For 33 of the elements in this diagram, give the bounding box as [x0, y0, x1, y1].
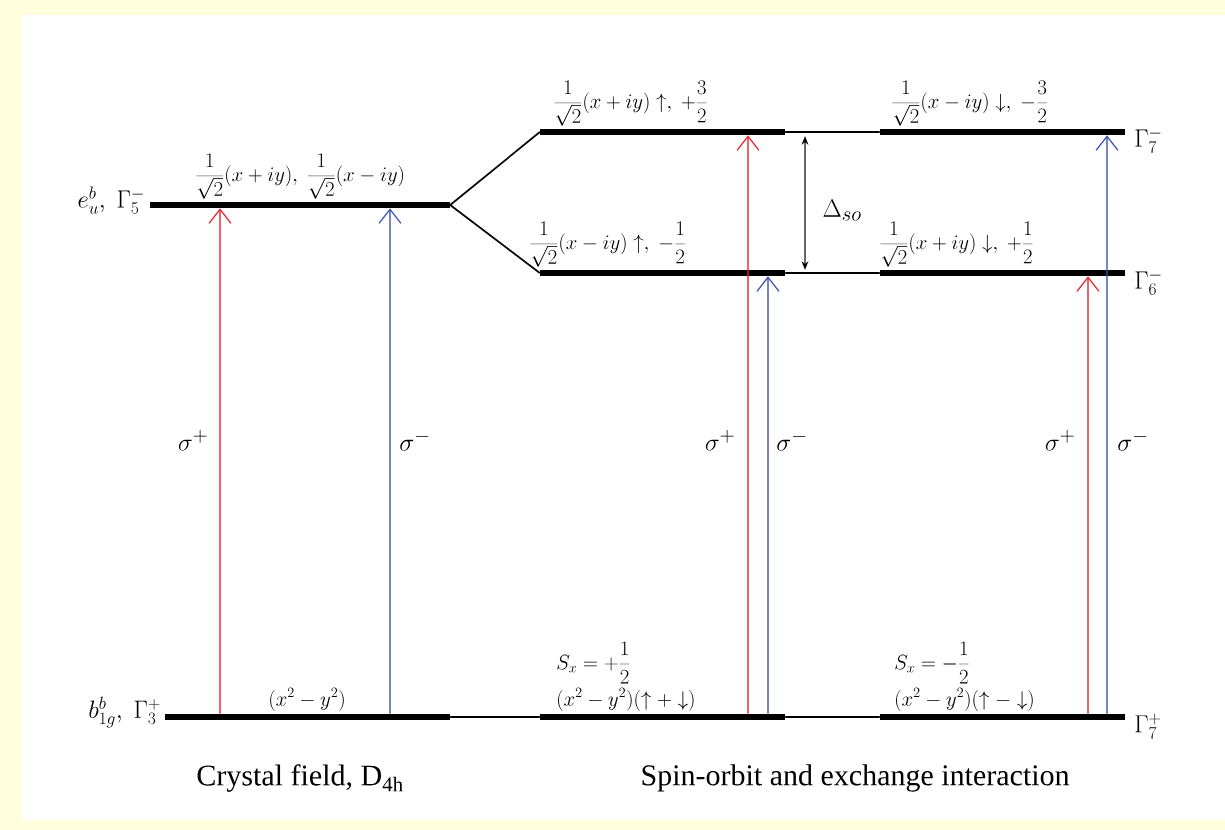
- connecting-line: [449, 131, 541, 206]
- caption-text: Crystal field, D$_{4h}$: [197, 764, 403, 792]
- transition-arrow: [756, 276, 780, 715]
- state-label: $\frac{1}{\sqrt{2}}(x+iy)\downarrow,\ +\frac{1}{2}$: [880, 221, 1033, 267]
- state-label: $(x^2-y^2)(\uparrow-\downarrow)$: [896, 687, 1033, 711]
- caption-text: Spin-orbit and exchange interaction: [642, 764, 1070, 792]
- polarization-label: $\sigma^-$: [398, 428, 432, 452]
- level-label: $b_{1g}^b,\ \Gamma_3^+$: [89, 696, 160, 728]
- state-label: $\frac{1}{\sqrt{2}}(x-iy)\downarrow,\ -\frac{3}{2}$: [892, 80, 1047, 126]
- transition-arrow: [1076, 276, 1100, 715]
- state-label: $S_x=+\frac{1}{2}$: [557, 641, 630, 684]
- connecting-line: [784, 716, 881, 718]
- transition-arrow: [1095, 135, 1119, 715]
- state-label: $(x^2-y^2)$: [270, 687, 344, 711]
- splitting-label: $\Delta_{so}$: [823, 199, 861, 221]
- polarization-label: $\sigma^-$: [775, 428, 809, 452]
- connecting-line: [784, 272, 881, 274]
- state-label: $\frac{1}{\sqrt{2}}(x+iy)\uparrow,\ +\frac{3}{2}$: [554, 80, 707, 126]
- state-label: $S_x=-\frac{1}{2}$: [895, 641, 969, 684]
- polarization-label: $\sigma^-$: [1116, 428, 1150, 452]
- transition-arrow: [378, 208, 402, 715]
- transition-arrow: [208, 208, 232, 715]
- level-label: $\Gamma_6^-$: [1135, 271, 1161, 295]
- level-label: $\Gamma_7^+$: [1135, 713, 1161, 739]
- state-label: $\frac{1}{\sqrt{2}}(x+iy),\ \frac{1}{\sqrt{2}}(x-iy)$: [196, 153, 404, 199]
- state-label: $(x^2-y^2)(\uparrow+\downarrow)$: [558, 687, 694, 711]
- level-label: $e_u^b,\ \Gamma_5^-$: [78, 186, 143, 214]
- connecting-line: [449, 204, 541, 274]
- state-label: $\frac{1}{\sqrt{2}}(x-iy)\uparrow,\ -\frac{1}{2}$: [530, 221, 685, 267]
- transition-arrow: [736, 135, 760, 715]
- connecting-line: [449, 716, 541, 718]
- connecting-line: [784, 131, 881, 133]
- level-label: $\Gamma_7^-$: [1135, 129, 1161, 153]
